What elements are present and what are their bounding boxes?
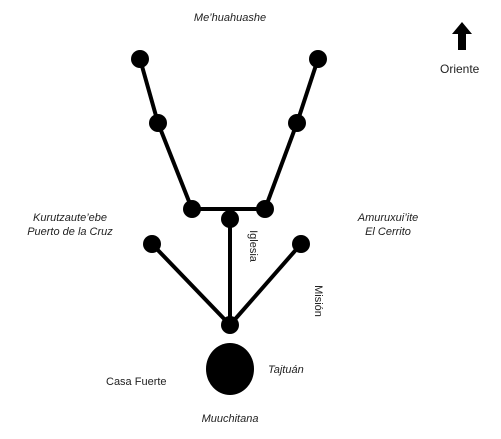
edge-right-top [295,58,320,124]
node-right-top [309,50,327,68]
node-left-mid [149,114,167,132]
label-tajtuan: Tajtuán [268,364,304,376]
node-left-top [131,50,149,68]
edge-right-mid [263,122,299,210]
edge-lower-left [150,242,232,327]
label-right-line1: Amuruxui’ite [357,212,419,224]
north-arrow-icon [452,22,472,50]
label-top: Me’huahuashe [193,12,267,24]
node-center-junction [221,210,239,228]
label-bottom: Muuchitana [201,413,259,425]
edge-left-top [138,58,160,124]
node-right-junction [256,200,274,218]
edge-left-mid [156,122,194,210]
label-mision: Misión [312,285,324,317]
label-left-line1: Kurutzaute’ebe [33,212,107,224]
node-right-mid [288,114,306,132]
label-casa-fuerte: Casa Fuerte [106,376,167,388]
node-left-junction [183,200,201,218]
label-left-line2: Puerto de la Cruz [27,225,113,238]
node-lower-left [143,235,161,253]
label-right: Amuruxui’ite El Cerrito [338,212,438,240]
node-large-bottom [206,343,254,395]
label-compass: Oriente [440,62,480,76]
label-left: Kurutzaute’ebe Puerto de la Cruz [10,212,130,240]
label-iglesia: Iglesia [247,230,259,262]
label-right-line2: El Cerrito [365,225,411,238]
node-lower-right [292,235,310,253]
edge-lower-right [228,242,303,327]
node-bottom-hub [221,316,239,334]
